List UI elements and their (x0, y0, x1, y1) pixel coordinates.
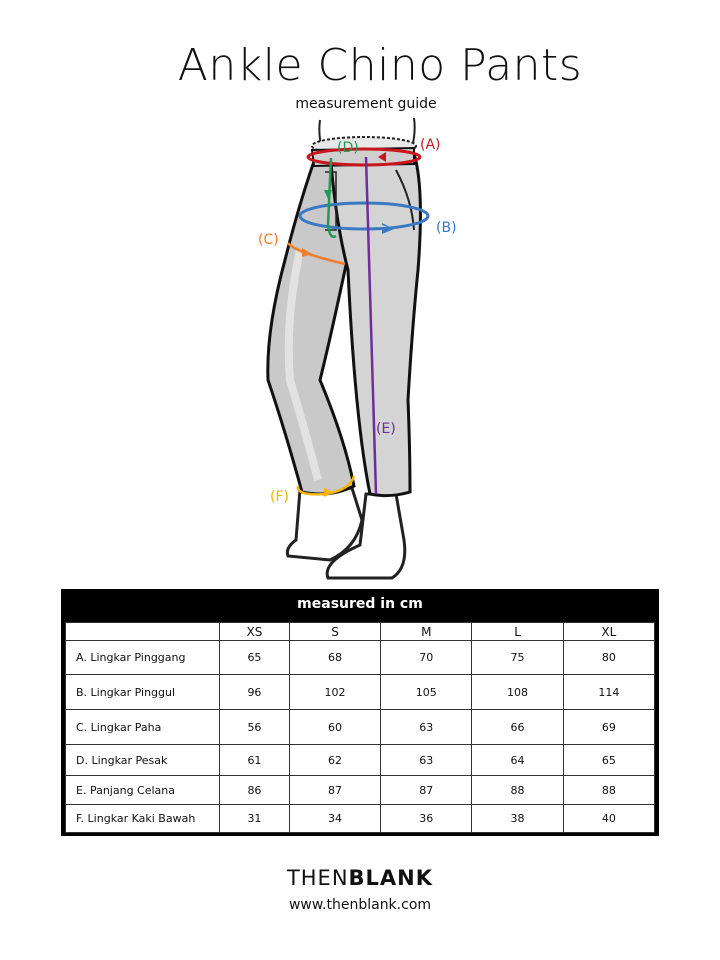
page-title: Ankle Chino Pants (177, 40, 583, 91)
label-b: (B) (436, 220, 457, 236)
brand-url: www.thenblank.com (288, 897, 432, 913)
table-cell: 70 (380, 640, 473, 675)
table-row: F. Lingkar Kaki Bawah 31 34 36 38 40 (65, 804, 656, 833)
column-header: XS (219, 622, 290, 641)
size-table: XS S M L XL A. Lingkar Pinggang 65 68 70… (65, 622, 656, 833)
right-foot (325, 492, 407, 580)
label-c: (C) (258, 232, 279, 248)
row-label: D. Lingkar Pesak (65, 744, 220, 776)
table-cell: 63 (380, 709, 473, 745)
column-header: M (380, 622, 473, 641)
label-f: (F) (270, 489, 289, 505)
measure-line-e (364, 156, 378, 495)
table-cell: 108 (471, 674, 564, 710)
left-foot (285, 486, 364, 562)
table-cell: 31 (219, 804, 290, 833)
size-chart-header: measured in cm (297, 596, 423, 612)
row-label: B. Lingkar Pinggul (65, 674, 220, 710)
table-cell: 63 (380, 744, 473, 776)
arrow-a-icon (378, 152, 386, 162)
row-label: C. Lingkar Paha (65, 709, 220, 745)
brand-then: THEN (286, 866, 349, 890)
table-row: B. Lingkar Pinggul 96 102 105 108 114 (65, 674, 656, 710)
table-cell: 60 (288, 709, 382, 745)
pants-illustration: (A) (B) (C) (D) (E) (F) (258, 117, 457, 580)
table-cell: 88 (562, 775, 656, 805)
size-chart: measured in cm XS S M L XL A. Lingkar Pi… (61, 589, 659, 836)
label-d: (D) (337, 140, 359, 156)
table-cell: 88 (471, 775, 564, 805)
table-cell: 36 (380, 804, 473, 833)
table-cell: 75 (471, 640, 564, 675)
arrow-c-icon (302, 248, 312, 257)
table-cell: 87 (380, 775, 473, 805)
table-cell: 64 (471, 744, 564, 776)
table-cell: 40 (562, 804, 656, 833)
table-cell: 87 (288, 775, 382, 805)
table-row: A. Lingkar Pinggang 65 68 70 75 80 (65, 640, 656, 675)
table-cell: 96 (219, 674, 290, 710)
table-cell: 38 (471, 804, 564, 833)
table-cell: 65 (562, 744, 656, 776)
column-header: L (471, 622, 564, 641)
table-header-row: XS S M L XL (65, 622, 656, 641)
table-cell: 68 (288, 640, 382, 675)
measure-line-b (298, 201, 430, 231)
brand-blank: BLANK (348, 866, 434, 890)
page-subtitle: measurement guide (295, 96, 437, 112)
row-label: F. Lingkar Kaki Bawah (65, 804, 220, 833)
arrow-b-icon (382, 223, 394, 234)
table-cell: 66 (471, 709, 564, 745)
measure-line-a (306, 147, 422, 167)
pants-right-leg (328, 146, 422, 498)
row-label: E. Panjang Celana (65, 775, 220, 805)
table-cell: 62 (288, 744, 382, 776)
table-cell: 61 (219, 744, 290, 776)
column-header (65, 622, 220, 641)
brand-logo: THENBLANK (0, 866, 720, 890)
table-row: C. Lingkar Paha 56 60 63 66 69 (65, 709, 656, 745)
table-cell: 69 (562, 709, 656, 745)
table-cell: 34 (288, 804, 382, 833)
table-row: E. Panjang Celana 86 87 87 88 88 (65, 775, 656, 805)
table-cell: 114 (562, 674, 656, 710)
table-cell: 56 (219, 709, 290, 745)
table-row: D. Lingkar Pesak 61 62 63 64 65 (65, 744, 656, 776)
measure-line-d (326, 157, 337, 239)
label-a: (A) (420, 137, 441, 153)
table-cell: 80 (562, 640, 656, 675)
label-e: (E) (376, 421, 396, 437)
row-label: A. Lingkar Pinggang (65, 640, 220, 675)
table-cell: 105 (380, 674, 473, 710)
table-cell: 102 (288, 674, 382, 710)
column-header: S (288, 622, 382, 641)
arrow-d-icon (324, 190, 332, 199)
arrow-f-icon (324, 488, 334, 497)
table-cell: 86 (219, 775, 290, 805)
table-cell: 65 (219, 640, 290, 675)
column-header: XL (562, 622, 656, 641)
